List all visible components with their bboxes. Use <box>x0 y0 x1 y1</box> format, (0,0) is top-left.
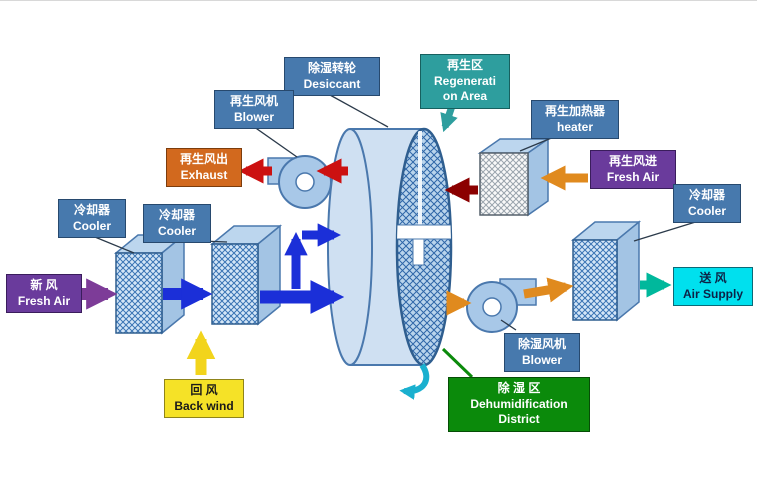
label-dehumid-district-zh: 除 湿 区 <box>497 381 541 395</box>
cooler-right-coil-face <box>572 239 618 321</box>
label-exhaust: 再生风出 Exhaust <box>166 148 242 188</box>
label-cooler-left: 冷却器 Cooler <box>58 199 126 239</box>
cooler-middle-side-face <box>257 224 281 326</box>
leader-dehumid-district <box>441 347 474 379</box>
leader-desiccant <box>329 94 389 128</box>
cooler-left-side-face <box>161 233 185 335</box>
label-back-wind-en: Back wind <box>174 398 234 413</box>
leader-dehumid-blower <box>500 319 517 331</box>
label-regen-blower-zh: 再生风机 <box>229 94 278 108</box>
label-dehumid-district: 除 湿 区 Dehumidification District <box>448 377 590 432</box>
label-cooler-middle-zh: 冷却器 <box>158 208 195 222</box>
regeneration-area-pointer-arrow <box>440 104 458 133</box>
label-regen-heater-en: heater <box>556 119 594 134</box>
dehumid-blower-to-cooler-arrow <box>523 277 574 303</box>
cooler-left-coil-face <box>115 252 163 334</box>
regeneration-heater-unit <box>477 137 551 217</box>
label-dehumid-blower: 除湿风机 Blower <box>504 333 580 373</box>
label-dehumid-district-en1: Dehumidification <box>470 396 568 411</box>
label-fresh-air-en: Fresh Air <box>17 293 71 308</box>
regeneration-blower-unit <box>267 155 332 209</box>
wheel-rotation-arrow <box>399 363 430 400</box>
label-back-wind: 回 风 Back wind <box>164 379 244 419</box>
cooler-right-unit <box>570 220 642 322</box>
label-air-supply: 送 风 Air Supply <box>673 267 753 307</box>
label-regen-blower-en: Blower <box>233 109 274 124</box>
wheel-rear-rim <box>327 128 373 366</box>
label-air-supply-en: Air Supply <box>682 286 743 301</box>
wheel-purge-slot <box>412 238 425 266</box>
label-fresh-air-zh: 新 风 <box>30 278 58 292</box>
dehumid-blower-hub <box>482 297 502 317</box>
label-regen-area-zh: 再生区 <box>446 58 483 72</box>
cooler-middle-unit <box>209 224 283 326</box>
cooler-left-unit <box>113 233 187 335</box>
label-fresh-air: 新 风 Fresh Air <box>6 274 82 314</box>
wheel-sector-seals <box>397 131 451 266</box>
label-desiccant-wheel: 除湿转轮 Desiccant <box>284 57 380 97</box>
label-regen-fresh-en: Fresh Air <box>606 169 660 184</box>
label-regen-fresh-air: 再生风进 Fresh Air <box>590 150 676 190</box>
leader-cooler-right <box>633 219 703 242</box>
label-dehumid-district-en2: District <box>498 412 540 427</box>
label-regeneration-area: 再生区 Regenerati on Area <box>420 54 510 109</box>
label-cooler-middle: 冷却器 Cooler <box>143 204 211 244</box>
label-desiccant-zh: 除湿转轮 <box>307 61 356 75</box>
label-cooler-left-en: Cooler <box>72 218 111 233</box>
label-back-wind-zh: 回 风 <box>190 383 218 397</box>
label-exhaust-en: Exhaust <box>180 167 228 182</box>
cooler-middle-coil-face <box>211 243 259 325</box>
label-air-supply-zh: 送 风 <box>699 271 727 285</box>
label-exhaust-zh: 再生风出 <box>179 152 228 166</box>
label-regen-blower: 再生风机 Blower <box>214 90 294 130</box>
label-regen-area-en2: on Area <box>442 89 488 104</box>
heater-mesh-face <box>479 152 529 216</box>
label-regen-area-en1: Regenerati <box>433 73 497 88</box>
label-cooler-right-en: Cooler <box>687 203 726 218</box>
label-cooler-left-zh: 冷却器 <box>73 203 110 217</box>
regen-blower-hub <box>295 172 315 192</box>
label-regen-fresh-zh: 再生风进 <box>608 154 657 168</box>
heater-side-face <box>527 137 549 217</box>
label-cooler-right-zh: 冷却器 <box>688 188 725 202</box>
dehumidification-blower-unit <box>466 278 537 333</box>
label-dehumid-blower-zh: 除湿风机 <box>517 337 566 351</box>
label-desiccant-en: Desiccant <box>303 76 361 91</box>
label-cooler-right: 冷却器 Cooler <box>673 184 741 224</box>
label-regen-heater-zh: 再生加热器 <box>544 104 605 118</box>
label-dehumid-blower-en: Blower <box>521 352 562 367</box>
cooler-right-side-face <box>616 220 640 322</box>
leader-regen-blower <box>249 123 298 158</box>
wheel-divider-band <box>397 224 451 240</box>
label-cooler-middle-en: Cooler <box>157 223 196 238</box>
label-regen-heater: 再生加热器 heater <box>531 100 619 140</box>
